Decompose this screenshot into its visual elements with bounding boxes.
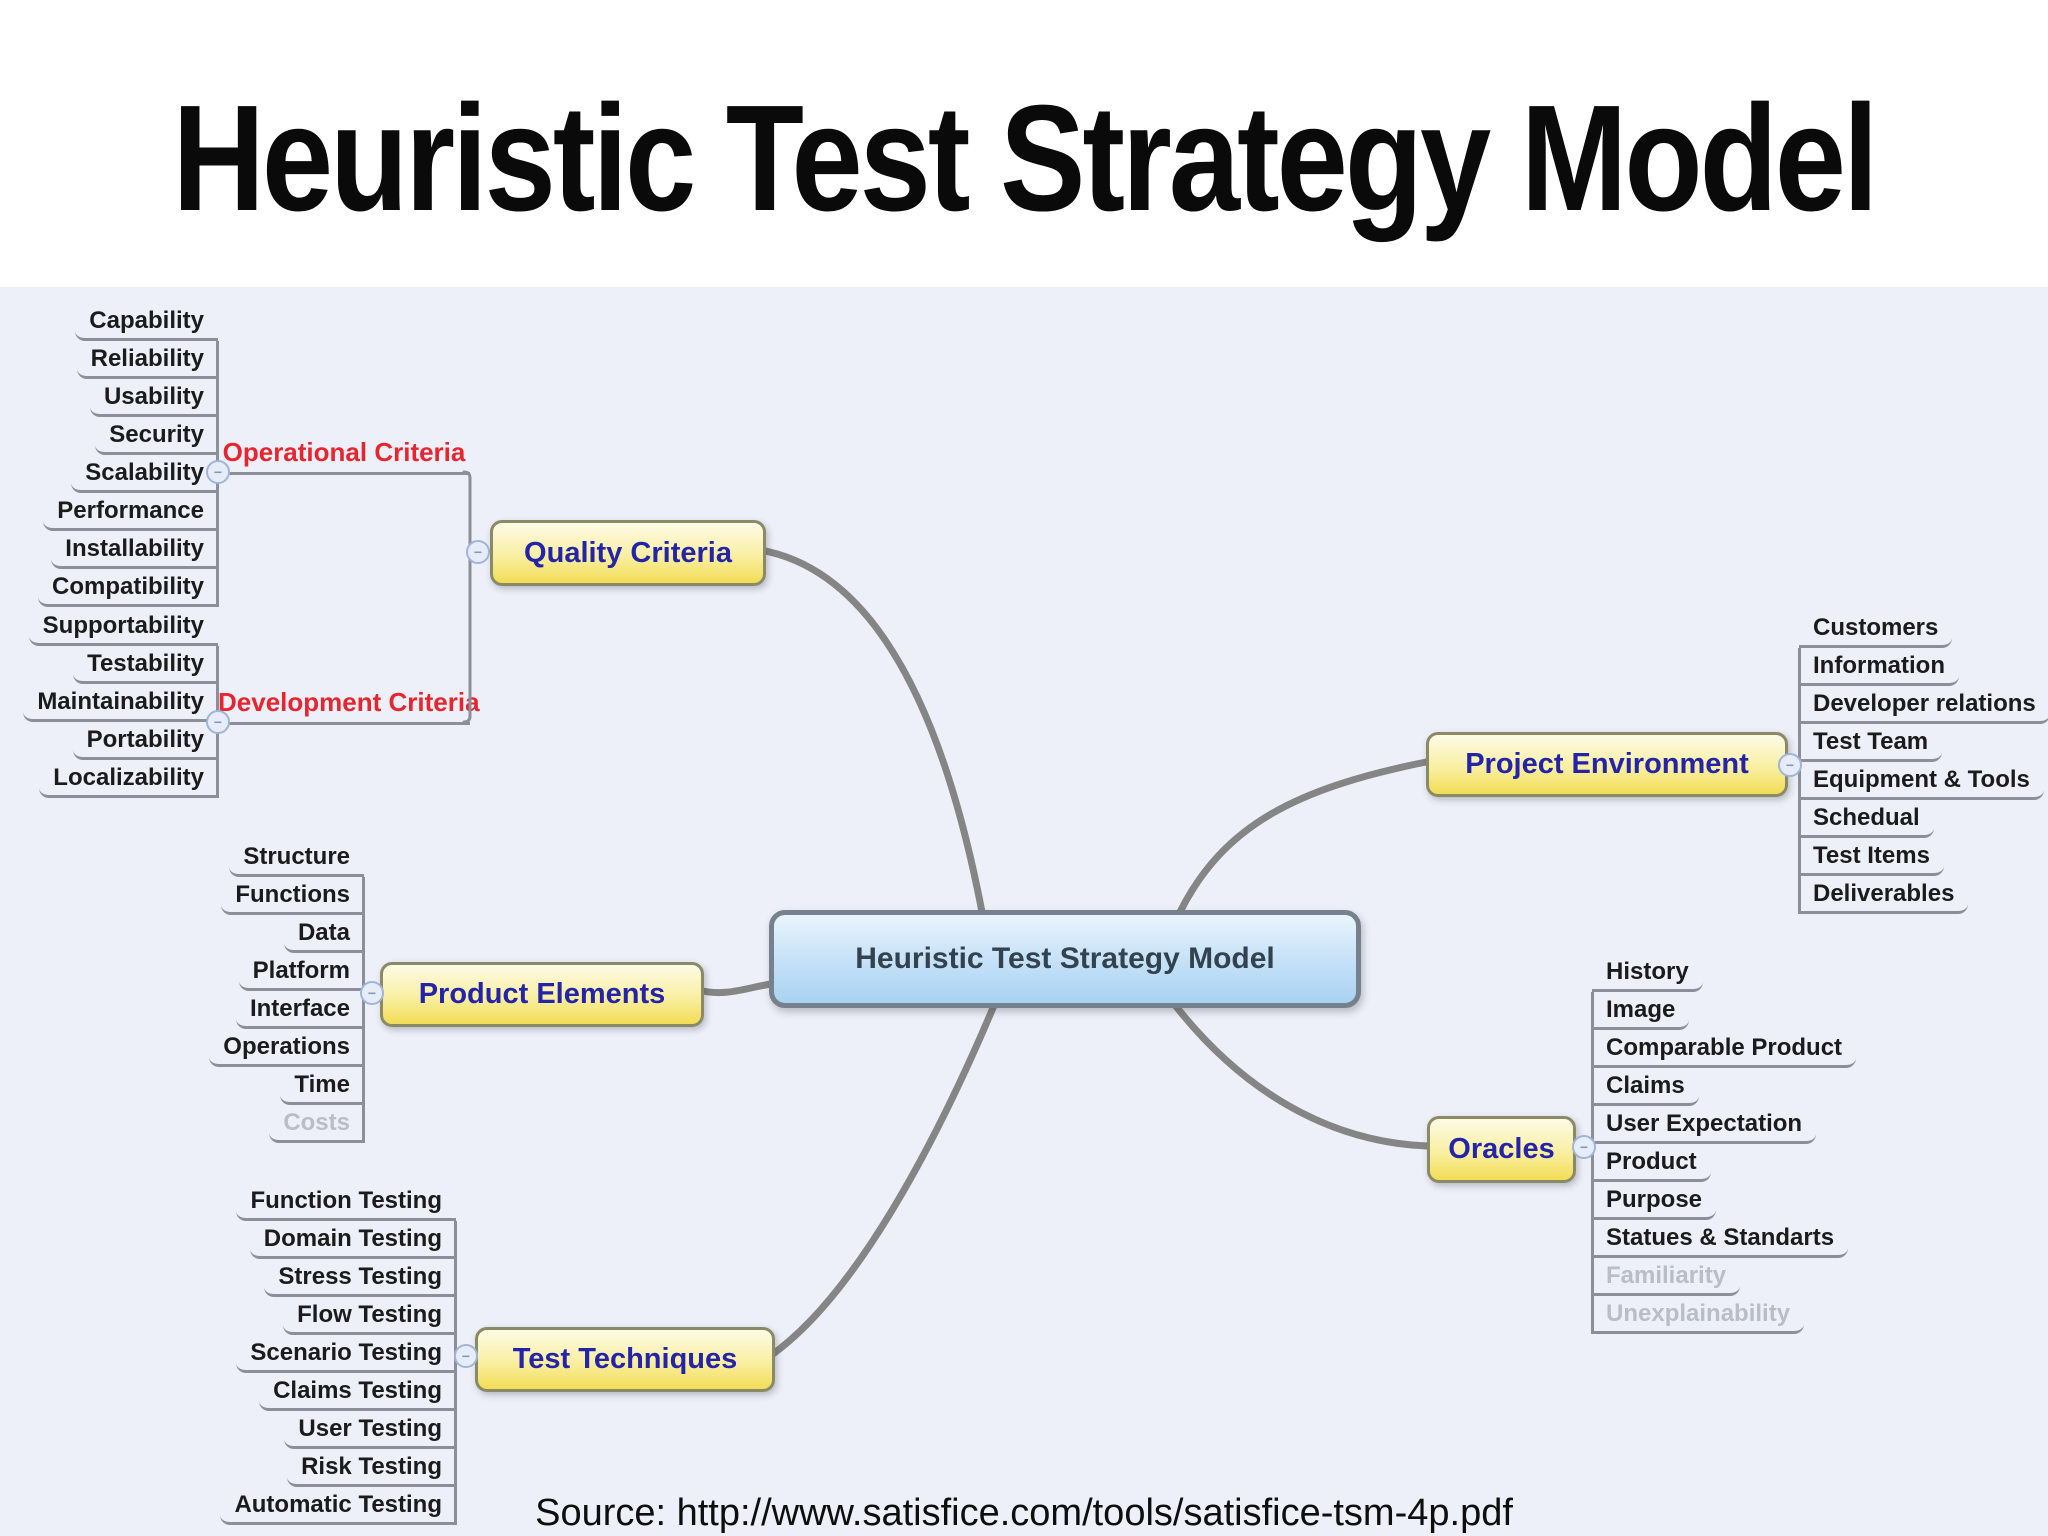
minus-glyph: − <box>461 1348 471 1364</box>
list-item[interactable]: Test Team <box>1799 724 1943 762</box>
list-item-muted[interactable]: Costs <box>269 1105 364 1143</box>
source-note: Source: http://www.satisfice.com/tools/s… <box>535 1492 1513 1534</box>
list-item[interactable]: Security <box>95 417 218 455</box>
node-central-topic[interactable]: Heuristic Test Strategy Model <box>769 910 1361 1008</box>
node-product-elements[interactable]: Product Elements <box>380 962 704 1027</box>
list-item[interactable]: Capability <box>75 303 218 341</box>
project-environment-items: Customers Information Developer relation… <box>1798 610 2048 914</box>
list-item[interactable]: Usability <box>89 379 218 417</box>
list-item[interactable]: Installability <box>51 531 218 569</box>
list-item[interactable]: History <box>1592 954 1703 992</box>
list-item[interactable]: Image <box>1592 992 1690 1030</box>
list-item[interactable]: Compatibility <box>37 569 218 607</box>
list-item[interactable]: Equipment & Tools <box>1799 762 2044 800</box>
list-item[interactable]: Data <box>283 915 364 953</box>
list-item[interactable]: Product <box>1592 1144 1711 1182</box>
node-project-environment[interactable]: Project Environment <box>1426 732 1788 797</box>
list-item[interactable]: Test Items <box>1799 838 1944 876</box>
test-techniques-items: Function Testing Domain Testing Stress T… <box>220 1183 457 1525</box>
list-item-muted[interactable]: Unexplainability <box>1592 1296 1805 1334</box>
development-criteria-items: Supportability Testability Maintainabili… <box>23 608 219 798</box>
list-item[interactable]: Developer relations <box>1799 686 2048 724</box>
list-item[interactable]: Interface <box>235 991 364 1029</box>
page-title: Heuristic Test Strategy Model <box>172 74 1878 244</box>
list-item[interactable]: Deliverables <box>1799 876 1969 914</box>
list-item[interactable]: Reliability <box>76 341 218 379</box>
collapse-icon[interactable]: − <box>1778 753 1802 777</box>
collapse-icon[interactable]: − <box>206 460 230 484</box>
list-item[interactable]: Testability <box>73 646 218 684</box>
list-item[interactable]: Automatic Testing <box>220 1487 456 1525</box>
collapse-icon[interactable]: − <box>1572 1135 1596 1159</box>
list-item[interactable]: Comparable Product <box>1592 1030 1857 1068</box>
minus-glyph: − <box>1785 757 1795 773</box>
oracles-items: History Image Comparable Product Claims … <box>1590 954 1857 1334</box>
minus-glyph: − <box>473 544 483 560</box>
list-item[interactable]: Risk Testing <box>287 1449 456 1487</box>
list-item[interactable]: Maintainability <box>23 684 218 722</box>
minus-glyph: − <box>213 464 223 480</box>
list-item[interactable]: Purpose <box>1592 1182 1717 1220</box>
list-item[interactable]: Customers <box>1799 610 1953 648</box>
list-item[interactable]: Schedual <box>1799 800 1934 838</box>
operational-criteria-label[interactable]: Operational Criteria <box>218 434 470 475</box>
list-item[interactable]: User Testing <box>284 1411 456 1449</box>
minus-glyph: − <box>213 714 223 730</box>
collapse-icon[interactable]: − <box>466 540 490 564</box>
node-quality-criteria[interactable]: Quality Criteria <box>490 520 766 586</box>
node-oracles[interactable]: Oracles <box>1427 1116 1576 1183</box>
list-item[interactable]: Domain Testing <box>249 1221 456 1259</box>
list-item-muted[interactable]: Familiarity <box>1592 1258 1741 1296</box>
list-item[interactable]: Performance <box>43 493 218 531</box>
list-item[interactable]: User Expectation <box>1592 1106 1817 1144</box>
list-item[interactable]: Platform <box>238 953 364 991</box>
list-item[interactable]: Function Testing <box>236 1183 456 1221</box>
list-item[interactable]: Portability <box>72 722 218 760</box>
minus-glyph: − <box>1579 1139 1589 1155</box>
list-item[interactable]: Flow Testing <box>283 1297 456 1335</box>
list-item[interactable]: Claims <box>1592 1068 1699 1106</box>
list-item[interactable]: Functions <box>221 877 364 915</box>
collapse-icon[interactable]: − <box>360 981 384 1005</box>
list-item[interactable]: Claims Testing <box>259 1373 456 1411</box>
minus-glyph: − <box>367 985 377 1001</box>
collapse-icon[interactable]: − <box>454 1344 478 1368</box>
list-item[interactable]: Structure <box>229 839 364 877</box>
list-item[interactable]: Scenario Testing <box>236 1335 456 1373</box>
list-item[interactable]: Supportability <box>28 608 218 646</box>
list-item[interactable]: Localizability <box>39 760 218 798</box>
product-elements-items: Structure Functions Data Platform Interf… <box>209 839 365 1143</box>
list-item[interactable]: Information <box>1799 648 1959 686</box>
list-item[interactable]: Stress Testing <box>264 1259 456 1297</box>
node-test-techniques[interactable]: Test Techniques <box>475 1327 775 1392</box>
list-item[interactable]: Statues & Standarts <box>1592 1220 1849 1258</box>
collapse-icon[interactable]: − <box>206 710 230 734</box>
operational-criteria-items: Capability Reliability Usability Securit… <box>37 303 220 607</box>
list-item[interactable]: Operations <box>209 1029 364 1067</box>
development-criteria-label[interactable]: Development Criteria <box>218 684 480 725</box>
list-item[interactable]: Time <box>280 1067 364 1105</box>
list-item[interactable]: Scalability <box>71 455 218 493</box>
